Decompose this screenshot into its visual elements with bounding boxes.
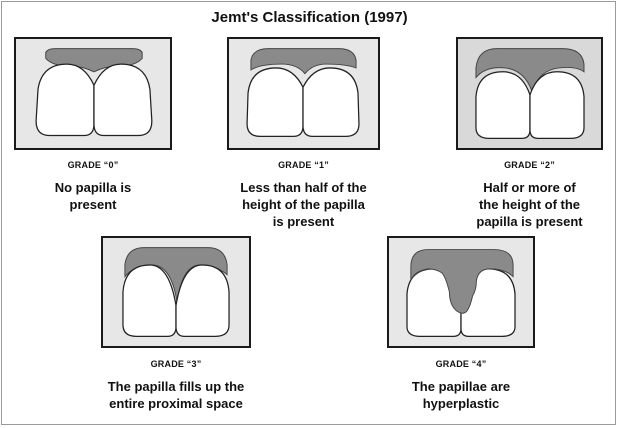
- right-tooth: [302, 67, 360, 138]
- left-tooth: [246, 67, 304, 138]
- grade-2-illustration: [456, 37, 603, 150]
- grade-1-description: Less than half of the height of the papi…: [207, 179, 400, 230]
- grade-3-label: GRADE “3”: [150, 359, 202, 369]
- grade-2-description-line-2: the height of the: [478, 197, 581, 212]
- grade-3-diagram: [122, 247, 230, 337]
- grade-4-description: The papillae are hyperplastic: [377, 378, 545, 412]
- grade-2-label: GRADE “2”: [504, 160, 555, 170]
- grade-1-label: GRADE “1”: [278, 160, 329, 170]
- grade-0-diagram: [35, 48, 153, 137]
- right-tooth: [93, 63, 153, 137]
- grade-2-diagram: [475, 48, 585, 139]
- grade-2-description-line-1: Half or more of: [483, 180, 576, 195]
- grade-1-description-line-3: is present: [272, 214, 335, 229]
- gingiva-hyperplastic: [410, 249, 514, 314]
- grade-4-description-line-2: hyperplastic: [422, 396, 500, 411]
- grade-1-diagram: [246, 48, 360, 138]
- grade-3-description-line-1: The papilla fills up the: [107, 379, 245, 394]
- grade-3-description: The papilla fills up the entire proximal…: [71, 378, 281, 412]
- grade-2-description-line-3: papilla is present: [476, 214, 583, 229]
- left-tooth: [475, 71, 531, 139]
- grade-0-description-line-2: present: [69, 197, 117, 212]
- grade-1-illustration: [227, 37, 380, 150]
- gingiva: [250, 48, 357, 75]
- gingiva: [475, 48, 585, 93]
- left-tooth: [122, 264, 177, 337]
- grade-2-description: Half or more of the height of the papill…: [446, 179, 613, 230]
- grade-1-description-line-1: Less than half of the: [240, 180, 367, 195]
- grade-4-illustration: [387, 236, 535, 348]
- grade-0-description-line-1: No papilla is: [54, 180, 132, 195]
- grade-1-description-line-2: height of the papilla: [242, 197, 365, 212]
- grade-4-diagram: [406, 249, 516, 337]
- grade-3-description-line-2: entire proximal space: [109, 396, 243, 411]
- grade-3-illustration: [101, 236, 251, 348]
- right-tooth: [529, 71, 585, 139]
- grade-0-label: GRADE “0”: [67, 160, 119, 170]
- left-tooth: [35, 63, 95, 137]
- grade-0-illustration: [14, 37, 172, 150]
- grade-4-description-line-1: The papillae are: [411, 379, 511, 394]
- grade-0-description: No papilla is present: [14, 179, 172, 213]
- grade-4-label: GRADE “4”: [435, 359, 487, 369]
- right-tooth: [175, 264, 230, 337]
- figure-title: Jemt's Classification (1997): [211, 9, 408, 26]
